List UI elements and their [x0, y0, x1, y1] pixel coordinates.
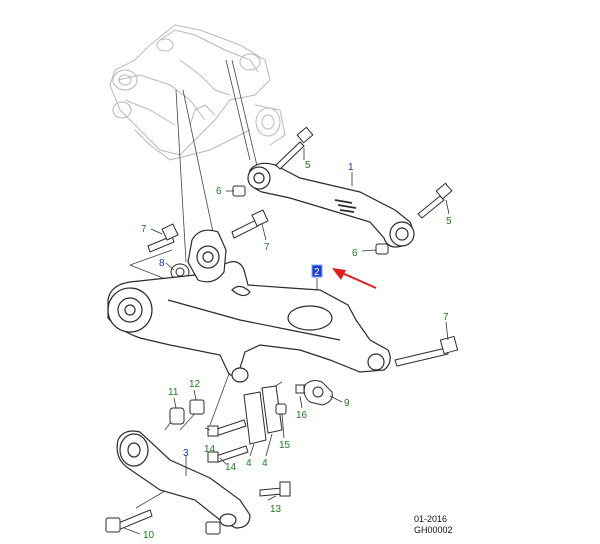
lower-control-arm-part-2 [107, 229, 391, 383]
callout-1: 1 [348, 162, 354, 173]
callout-4-a: 4 [246, 458, 252, 469]
callout-13: 13 [270, 504, 282, 515]
ghost-assembly [109, 24, 286, 161]
callout-6-b: 6 [352, 248, 358, 259]
footer-code: GH00002 [414, 525, 453, 535]
callout-6-a: 6 [216, 186, 222, 197]
callout-2-highlight [311, 264, 323, 278]
callout-14-a: 14 [204, 444, 216, 455]
bolts [105, 126, 459, 535]
callout-3: 3 [183, 448, 189, 459]
callout-14-b: 14 [225, 462, 237, 473]
callout-5-b: 5 [446, 216, 452, 227]
callout-16: 16 [296, 410, 308, 421]
callout-12: 12 [189, 379, 201, 390]
footer-date: 01-2016 [414, 514, 447, 524]
callout-5-a: 5 [305, 160, 311, 171]
leader-lines [123, 148, 450, 535]
callout-7-a: 7 [141, 224, 147, 235]
callout-11: 11 [168, 387, 179, 398]
callout-10: 10 [143, 530, 155, 541]
callout-7-b: 7 [264, 242, 270, 253]
callout-8: 8 [159, 258, 165, 269]
upper-arm-part-1 [247, 162, 415, 248]
callout-15: 15 [279, 440, 291, 451]
lower-arm-part-3 [116, 430, 251, 529]
callout-2: 2 [314, 267, 320, 278]
callout-labels: 1 2 3 4 4 5 5 6 6 7 7 7 8 9 10 11 12 13 … [141, 160, 452, 541]
red-pointer-arrow [332, 268, 377, 289]
guide-lines [129, 59, 283, 509]
callout-4-b: 4 [262, 458, 268, 469]
callout-9: 9 [344, 398, 350, 409]
callout-7-c: 7 [443, 312, 449, 323]
